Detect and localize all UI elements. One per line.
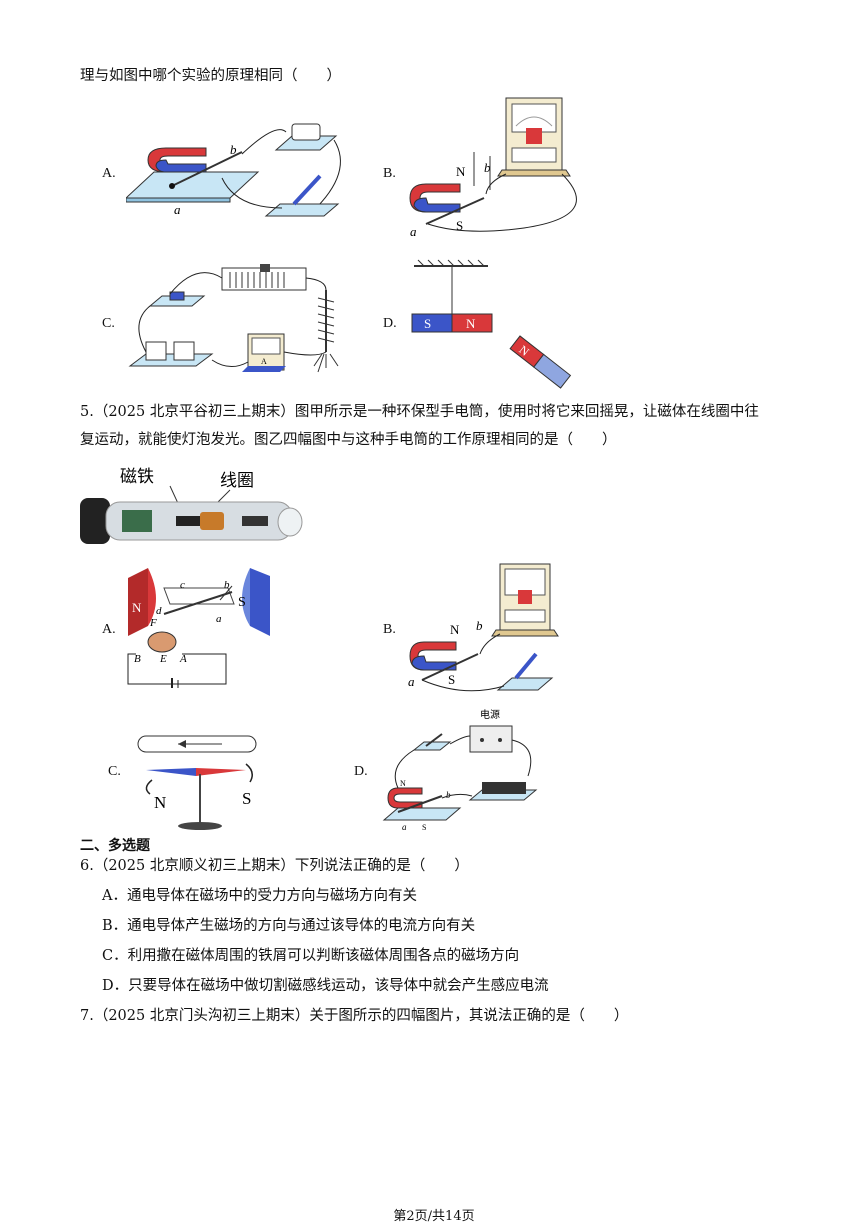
q5-fig-a-label-b: b [224, 579, 230, 591]
q5-fig-b-label-a: a [408, 674, 415, 689]
q5-figure-d: 电源 N b a S [382, 708, 538, 832]
q5-fig-b-label-b: b [476, 618, 483, 633]
q4-fig-a-label-a: a [174, 202, 181, 217]
q4-figure-d: S N N [411, 259, 572, 389]
q5-fig-d-label-s: S [422, 823, 426, 832]
q5-figure-b: N b a S [408, 563, 559, 692]
q4-fig-a-label-b: b [230, 142, 237, 157]
q4-option-b-label: B. [383, 166, 396, 181]
q5-fig-a-label-b2: B [134, 653, 141, 665]
q6-stem: 6.（2025 北京顺义初三上期末）下列说法正确的是（ ） [80, 858, 469, 874]
q5-fig-c-label-s: S [242, 789, 251, 808]
q4-fig-d-label-n: N [466, 316, 476, 331]
q5-fig-b-label-s: S [448, 672, 455, 687]
q4-fig-b-label-n: N [456, 164, 466, 179]
q6-option-c: C．利用撒在磁体周围的铁屑可以判断该磁体周围各点的磁场方向 [102, 948, 520, 964]
q5-photo-label-coil: 线圈 [220, 471, 254, 490]
q5-stem-line2: 复运动，就能使灯泡发光。图乙四幅图中与这种手电筒的工作原理相同的是（ ） [80, 432, 617, 448]
q5-fig-d-label-b: b [446, 790, 451, 800]
q4-option-d-label: D. [383, 316, 397, 331]
q4-figure-c: A [128, 264, 339, 373]
q4-option-a-label: A. [102, 166, 116, 181]
q5-fig-a-label-f: F [149, 617, 157, 629]
q4-figure-a: b a [126, 123, 341, 217]
q5-fig-a-label-c: c [180, 579, 185, 591]
q5-option-c-label: C. [108, 764, 121, 779]
q4-fig-b-label-a: a [410, 224, 417, 239]
q6-option-b: B．通电导体产生磁场的方向与通过该导体的电流方向有关 [102, 918, 476, 934]
q4-stem-tail: 理与如图中哪个实验的原理相同（ ） [80, 68, 341, 84]
q5-fig-a-label-a2: A [179, 653, 187, 665]
q5-flashlight-photo: 磁铁 线圈 [80, 467, 303, 544]
q5-stem-line1: 5.（2025 北京平谷初三上期末）图甲所示是一种环保型手电筒，使用时将它来回摇… [80, 404, 759, 420]
q5-fig-c-label-i: I [197, 734, 204, 738]
q5-fig-d-label-power: 电源 [480, 708, 500, 721]
q4-fig-b-label-b: b [484, 160, 491, 175]
q4-fig-d-label-s: S [424, 316, 431, 331]
q5-figure-a: N S c b d a F B E A [127, 568, 270, 688]
q4-figure-b: N b a S [409, 97, 577, 239]
q5-fig-a-label-a: a [216, 613, 222, 625]
q5-fig-a-label-s: S [238, 595, 246, 610]
q5-option-d-label: D. [354, 764, 368, 779]
page-footer: 第2页/共14页 [393, 1209, 475, 1224]
q4-option-c-label: C. [102, 316, 115, 331]
q5-fig-b-label-n: N [450, 622, 460, 637]
q5-option-a-label: A. [102, 622, 116, 637]
q5-fig-a-label-e: E [159, 653, 167, 665]
q5-figure-c: I N S [137, 734, 257, 830]
q4-fig-b-label-s: S [456, 218, 463, 233]
q5-fig-a-label-d: d [156, 605, 162, 617]
q7-stem: 7.（2025 北京门头沟初三上期末）关于图所示的四幅图片，其说法正确的是（ ） [80, 1008, 629, 1024]
svg-text:A: A [261, 357, 267, 366]
q5-fig-d-label-n: N [400, 779, 406, 788]
q5-option-b-label: B. [383, 622, 396, 637]
q6-option-d: D．只要导体在磁场中做切割磁感线运动，该导体中就会产生感应电流 [102, 978, 549, 994]
q5-fig-c-label-n: N [154, 793, 166, 812]
q5-photo-label-magnet: 磁铁 [120, 467, 154, 486]
q5-fig-a-label-n: N [132, 600, 142, 615]
section-title: 二、多选题 [80, 838, 150, 854]
q5-fig-d-label-a: a [402, 822, 407, 832]
q6-option-a: A．通电导体在磁场中的受力方向与磁场方向有关 [102, 888, 417, 904]
